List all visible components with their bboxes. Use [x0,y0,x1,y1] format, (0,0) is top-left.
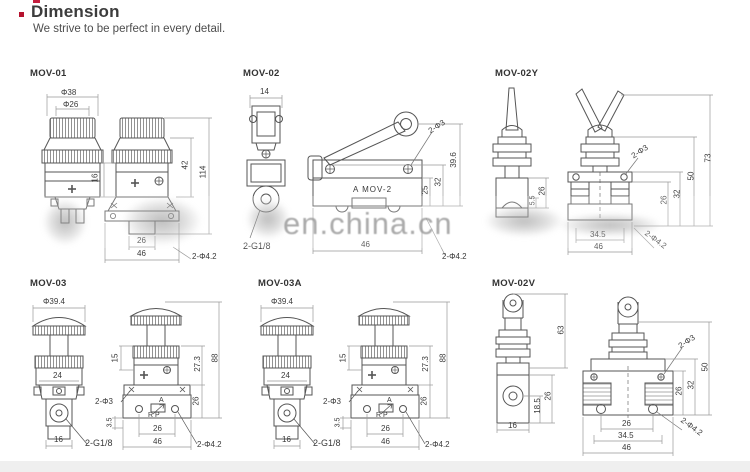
dim-label: 25 [420,185,430,195]
dim-label: 50 [700,362,710,372]
dim-label: 2-G1/8 [313,438,341,448]
mov-03a-line-art [253,278,481,468]
dim-label: 3.5 [334,417,342,428]
dim-label: 2-Φ3 [95,397,113,406]
dim-label: 16 [508,421,517,430]
dim-label: 27.3 [420,356,430,372]
page-edge-artifact [33,0,40,3]
model-label: MOV-03 [30,278,67,289]
dim-label: 26 [537,186,547,196]
dim-label: 15 [338,353,348,363]
dim-label: 114 [198,165,208,179]
dim-label: 16 [54,435,63,444]
drawing-mov-03a: MOV-03A [253,278,481,468]
model-label: MOV-02Y [495,68,539,79]
dim-label: 73 [703,153,713,163]
page-title: Dimension [31,2,120,21]
dim-label: 16 [90,173,100,183]
model-label: MOV-02V [492,278,536,289]
blur-smudge [44,200,86,244]
mov-02-line-art [240,68,485,268]
dim-label: 2-Φ4.2 [442,252,467,261]
mov-03-line-art [25,278,253,468]
dim-label: 24 [281,371,290,380]
dim-label: 42 [180,160,190,170]
dim-label: 2-Φ4.2 [192,252,217,261]
section-bullet-icon [19,12,24,17]
port-label: R P [376,412,388,419]
blur-smudge [247,200,289,238]
dim-label: 27.3 [192,356,202,372]
port-label: R P [148,412,160,419]
model-label: MOV-01 [30,68,67,79]
dim-label: 26 [674,386,684,396]
drawing-mov-01: MOV-01 [25,68,240,268]
dim-label: 26 [153,424,162,433]
nameplate-label: A MOV-2 [353,185,393,194]
drawing-mov-02: MOV-02 [240,68,485,268]
dim-label: 18.5 [532,398,542,414]
dim-label: 2-G1/8 [85,438,113,448]
dim-label: 50 [686,171,696,181]
dim-label: 26 [419,396,429,406]
page-bottom-strip [0,461,750,472]
dim-label: 2-Φ4.2 [197,440,222,449]
dim-label: 26 [543,391,553,401]
dim-label: 46 [622,443,631,452]
dim-label: 26 [622,419,631,428]
dim-label: 2-G1/8 [243,241,271,251]
mov-02y-line-art [488,68,750,268]
page-subtitle: We strive to be perfect in every detail. [33,23,226,35]
port-label: A [387,397,392,404]
dim-label: 63 [556,325,566,335]
dim-label: 39.6 [448,152,458,168]
port-label: A [159,397,164,404]
blur-smudge [124,198,200,244]
dim-label: 88 [210,353,220,363]
dim-label: 46 [361,240,370,249]
dim-label: Φ26 [63,100,79,109]
dim-label: 32 [686,380,696,390]
drawing-mov-02v: MOV-02V [486,278,750,468]
dim-label: 46 [381,437,390,446]
watermark-text: en.china.cn [283,206,453,241]
mov-01-line-art [25,68,240,268]
dim-label: 34.5 [618,431,634,440]
dim-label: 46 [153,437,162,446]
dim-label: 46 [137,249,146,258]
dim-label: 26 [381,424,390,433]
blur-smudge [486,206,562,236]
dim-label: 26 [191,396,201,406]
dim-label: 32 [433,177,443,187]
dim-label: 14 [260,87,269,96]
drawing-mov-03: MOV-03 [25,278,253,468]
dim-label: 16 [282,435,291,444]
drawing-mov-02y: MOV-02Y [488,68,750,268]
dim-label: 15 [110,353,120,363]
dim-label: 2-Φ4.2 [425,440,450,449]
dim-label: 3.5 [106,417,114,428]
dim-label: Φ38 [61,88,77,97]
blur-smudge [560,214,660,236]
dim-label: 46 [594,242,603,251]
dim-label: 88 [438,353,448,363]
mov-02v-line-art [486,278,750,468]
dim-label: 24 [53,371,62,380]
dim-label: Φ39.4 [271,297,293,306]
dim-label: 2-Φ3 [323,397,341,406]
model-label: MOV-02 [243,68,280,79]
model-label: MOV-03A [258,278,302,289]
dim-label: Φ39.4 [43,297,65,306]
